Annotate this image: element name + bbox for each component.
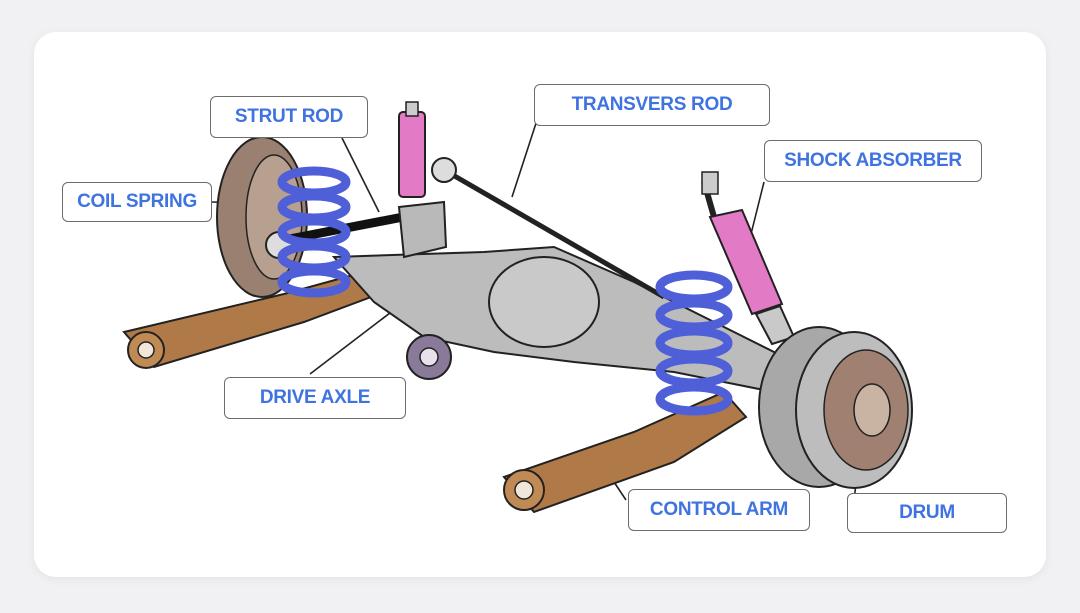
differential bbox=[488, 256, 600, 348]
label-strut-rod: STRUT ROD bbox=[210, 96, 368, 138]
right-arm-bushing-hole bbox=[514, 480, 534, 500]
right-control-arm bbox=[502, 390, 748, 514]
label-transvers-rod: TRANSVERS ROD bbox=[534, 84, 770, 126]
leader-transvers-rod bbox=[511, 113, 540, 198]
right-shock-absorber bbox=[701, 171, 796, 346]
pinion-hole bbox=[419, 347, 439, 367]
transverse-rod-end bbox=[431, 157, 457, 183]
rear-suspension-illustration bbox=[122, 101, 913, 514]
leader-strut-rod bbox=[341, 137, 380, 213]
left-shock-top bbox=[405, 101, 419, 117]
label-shock-absorber: SHOCK ABSORBER bbox=[764, 140, 982, 182]
label-drum: DRUM bbox=[847, 493, 1007, 533]
right-drum bbox=[758, 326, 913, 489]
diagram-card: STRUT ROD TRANSVERS ROD SHOCK ABSORBER C… bbox=[34, 32, 1046, 577]
label-control-arm: CONTROL ARM bbox=[628, 489, 810, 531]
left-shock-absorber bbox=[398, 111, 426, 198]
right-coil-spring bbox=[655, 270, 733, 416]
left-arm-bushing-hole bbox=[137, 341, 155, 359]
strut-rod-bracket bbox=[397, 200, 448, 259]
transverse-rod-bar bbox=[437, 164, 666, 300]
left-coil-spring bbox=[277, 166, 351, 298]
label-coil-spring: COIL SPRING bbox=[62, 182, 212, 222]
label-drive-axle: DRIVE AXLE bbox=[224, 377, 406, 419]
